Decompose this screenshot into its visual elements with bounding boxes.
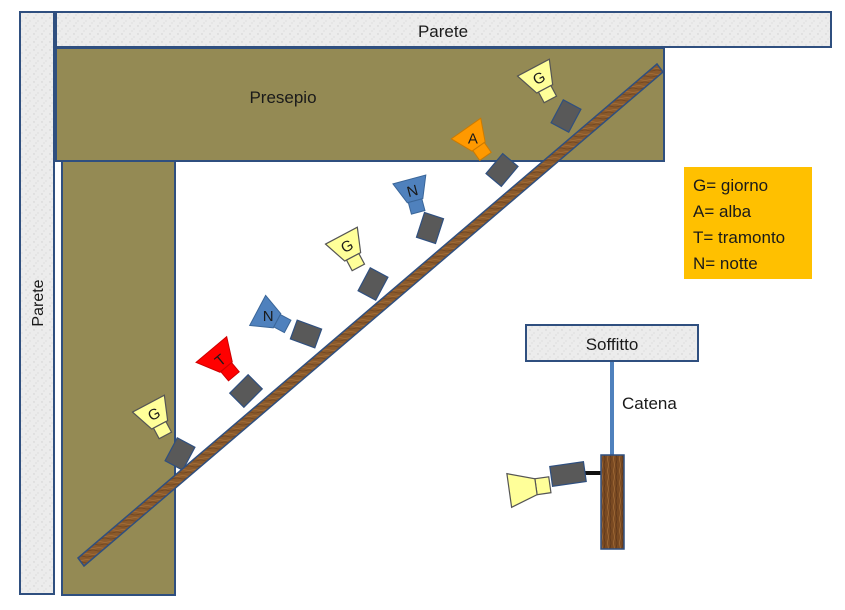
ceiling-label: Soffitto: [586, 335, 639, 354]
wall-left: Parete: [19, 11, 55, 595]
light-3: N: [248, 294, 323, 349]
hanging-light: [506, 454, 625, 550]
lamp-tramonto-icon: [195, 335, 233, 373]
wall-left-label: Parete: [30, 279, 47, 326]
lamp-giorno-icon: [324, 226, 362, 262]
light-2: T: [195, 335, 264, 409]
light-mount: [164, 437, 196, 471]
light-6: A: [450, 117, 519, 188]
chain-label: Catena: [622, 394, 677, 413]
light-mount: [485, 152, 519, 188]
light-mount: [549, 461, 587, 487]
light-letter: A: [468, 130, 478, 147]
wall-top-label: Parete: [418, 22, 468, 41]
light-4: G: [324, 226, 389, 301]
wall-top: Parete: [55, 11, 832, 48]
wooden-rod: [76, 62, 665, 568]
light-5: N: [392, 174, 445, 245]
lamp-giorno-icon: [131, 394, 169, 430]
light-letter: N: [263, 308, 274, 325]
light-mount: [357, 267, 389, 301]
legend-line-tramonto: T= tramonto: [693, 228, 785, 247]
legend-line-giorno: G= giorno: [693, 176, 768, 195]
light-mount: [415, 211, 445, 245]
light-1: G: [131, 394, 196, 471]
presepio-label: Presepio: [249, 88, 316, 107]
light-7: G: [516, 58, 582, 133]
chain: Catena: [610, 362, 677, 456]
light-mount: [228, 373, 264, 409]
lamp-alba-icon: [450, 117, 486, 152]
legend-line-notte: N= notte: [693, 254, 758, 273]
legend: G= giorno A= alba T= tramonto N= notte: [684, 167, 812, 279]
wooden-block: [600, 454, 625, 550]
lamp-notte-icon: [248, 294, 282, 329]
light-mount: [550, 99, 582, 133]
lamp-giorno-icon: [506, 472, 538, 509]
presepio-structure: Presepio: [55, 47, 665, 596]
lamp-notte-icon: [392, 174, 427, 204]
lamp-giorno-icon: [516, 58, 554, 94]
light-mount: [289, 319, 323, 349]
light-letter: N: [405, 182, 420, 201]
legend-line-alba: A= alba: [693, 202, 752, 221]
ceiling: Soffitto: [525, 324, 699, 362]
